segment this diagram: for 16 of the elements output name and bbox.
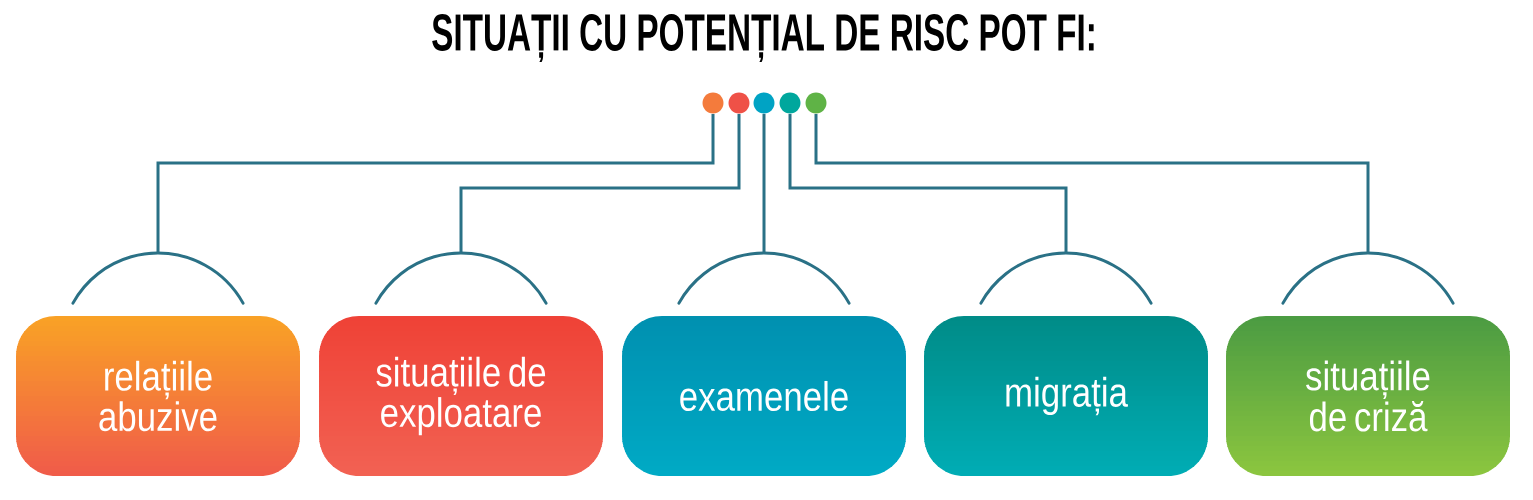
dot (779, 92, 801, 114)
box-label: situațiile de criză (1306, 360, 1430, 432)
dot (805, 92, 827, 114)
connector-line (814, 113, 1370, 253)
box-label: relațiile abuzive (99, 360, 217, 432)
dot (753, 92, 775, 114)
box-label: migrația (1006, 376, 1128, 416)
connector-line (156, 113, 715, 253)
connector-line (762, 113, 766, 253)
box-label: examenele (680, 380, 848, 412)
connector-line (459, 113, 741, 253)
title: SITUAȚII CU POTENȚIAL DE RISC POT FI: (432, 14, 1094, 62)
connector-line (788, 113, 1068, 253)
dot (728, 92, 750, 114)
dot (702, 92, 724, 114)
box-label: situațiile de exploatare (376, 356, 546, 436)
